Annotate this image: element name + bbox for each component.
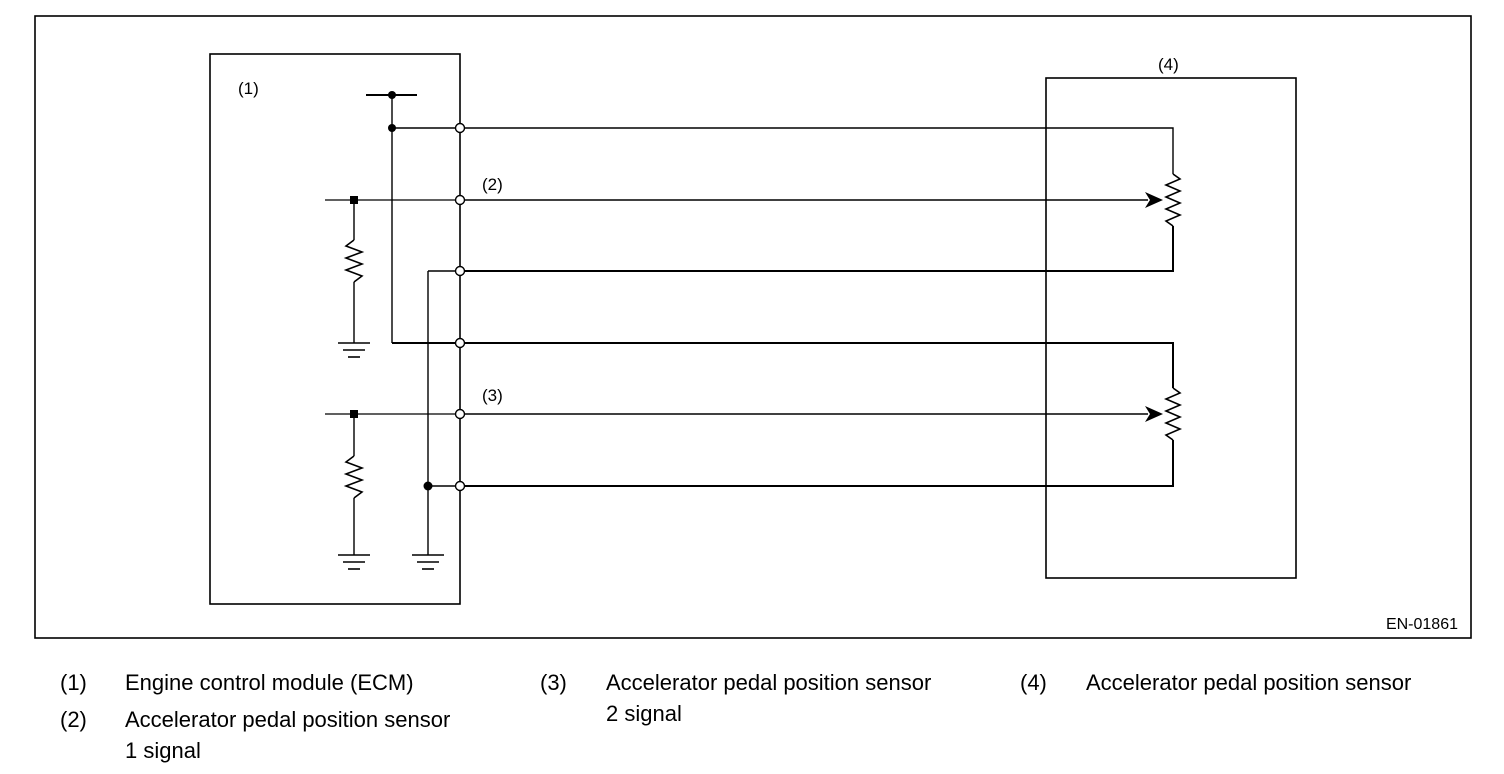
sensor-callout: (4) (1158, 55, 1179, 74)
potentiometer-sensor2 (1163, 387, 1183, 441)
ecm-sensor-ground-bus (423, 270, 458, 555)
ecm-callout: (1) (238, 79, 259, 98)
signal1-callout: (2) (482, 175, 503, 194)
legend-number: (2) (60, 707, 87, 732)
wiring-diagram: (1) (4) (34, 15, 1472, 639)
legend-item-3: (3) Accelerator pedal position sensor 2 … (540, 667, 990, 729)
wire-sensor2-power (392, 342, 1174, 388)
wire-sensor2-ground (460, 440, 1174, 487)
legend-text: Accelerator pedal position sensor (1086, 670, 1412, 695)
ecm-signal2-pulldown-resistor (325, 410, 458, 555)
legend-item-1: (1) Engine control module (ECM) (60, 667, 500, 698)
wire-signal2 (460, 406, 1163, 422)
ground-symbol-signal1 (338, 342, 370, 358)
legend-item-4: (4) Accelerator pedal position sensor (1020, 667, 1490, 698)
legend-text-continued: 1 signal (125, 738, 201, 763)
legend-item-2: (2) Accelerator pedal position sensor 1 … (60, 704, 500, 766)
ecm-terminals (454, 122, 466, 492)
wire-signal1 (460, 192, 1163, 208)
legend-number: (1) (60, 670, 87, 695)
diagram-frame (34, 15, 1472, 639)
wire-sensor1-ground (460, 226, 1174, 272)
figure-code: EN-01861 (1386, 616, 1458, 633)
ecm-signal1-pulldown-resistor (325, 196, 458, 343)
legend-number: (4) (1020, 670, 1047, 695)
ground-symbol-signal2 (338, 554, 370, 570)
legend-text-continued: 2 signal (606, 701, 682, 726)
sensor-box (1045, 77, 1297, 579)
ground-symbol-ecm-sensor-ground (412, 554, 444, 570)
potentiometer-sensor1 (1163, 173, 1183, 227)
legend-number: (3) (540, 670, 567, 695)
ecm-box (209, 53, 461, 605)
legend-text: Accelerator pedal position sensor (606, 670, 932, 695)
ecm-power-supply (366, 91, 458, 343)
wire-sensor1-power (460, 127, 1174, 174)
legend-text: Engine control module (ECM) (125, 670, 414, 695)
legend-text: Accelerator pedal position sensor (125, 707, 451, 732)
signal2-callout: (3) (482, 386, 503, 405)
